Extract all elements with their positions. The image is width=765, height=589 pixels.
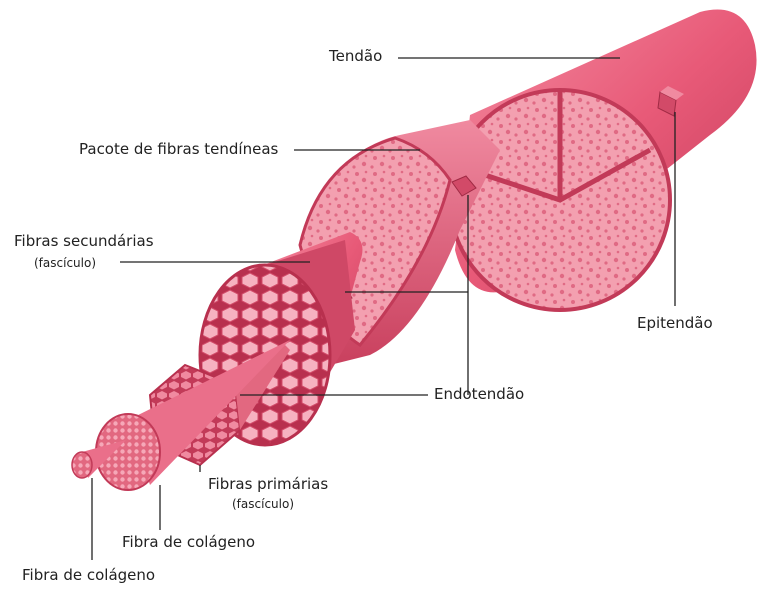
- label-primary-fibers-sub: (fascículo): [232, 497, 294, 511]
- label-collagen-fiber-2: Fibra de colágeno: [22, 566, 155, 584]
- tendon-body: [450, 9, 757, 310]
- label-secondary-fibers-sub: (fascículo): [34, 256, 96, 270]
- label-tendon: Tendão: [329, 47, 382, 65]
- label-primary-fibers: Fibras primárias: [208, 475, 328, 493]
- label-epitendon: Epitendão: [637, 314, 713, 332]
- label-secondary-fibers: Fibras secundárias: [14, 232, 154, 250]
- label-collagen-fiber-1: Fibra de colágeno: [122, 533, 255, 551]
- label-tendon-bundle: Pacote de fibras tendíneas: [79, 140, 278, 158]
- label-endotendon: Endotendão: [434, 385, 524, 403]
